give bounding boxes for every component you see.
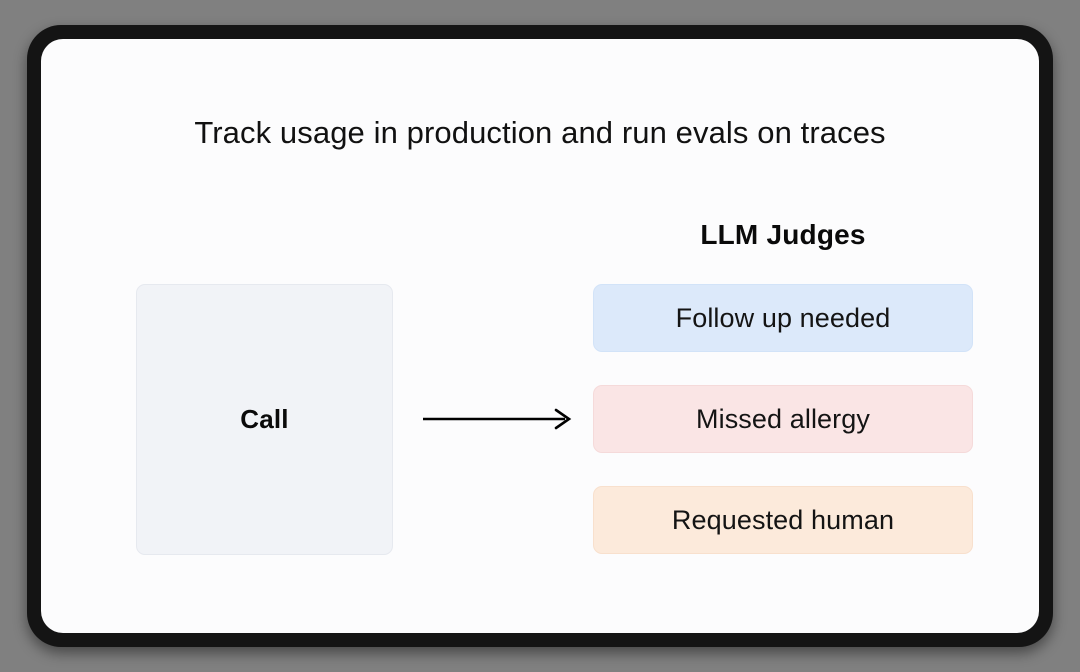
judge-label: Missed allergy [696, 403, 870, 434]
call-node-label: Call [240, 404, 289, 434]
judge-box-requested-human[interactable]: Requested human [593, 486, 973, 554]
arrow-right-icon [423, 408, 572, 430]
judge-list: Follow up needed Missed allergy Requeste… [593, 284, 973, 554]
judge-label: Follow up needed [675, 302, 891, 333]
slide-canvas: Track usage in production and run evals … [41, 39, 1039, 633]
page-title: Track usage in production and run evals … [194, 115, 886, 150]
call-node: Call [136, 284, 393, 555]
slide-frame: Track usage in production and run evals … [27, 25, 1053, 647]
judges-heading: LLM Judges [700, 219, 866, 250]
judge-label: Requested human [671, 504, 895, 535]
judge-box-follow-up-needed[interactable]: Follow up needed [593, 284, 973, 352]
judge-box-missed-allergy[interactable]: Missed allergy [593, 385, 973, 453]
